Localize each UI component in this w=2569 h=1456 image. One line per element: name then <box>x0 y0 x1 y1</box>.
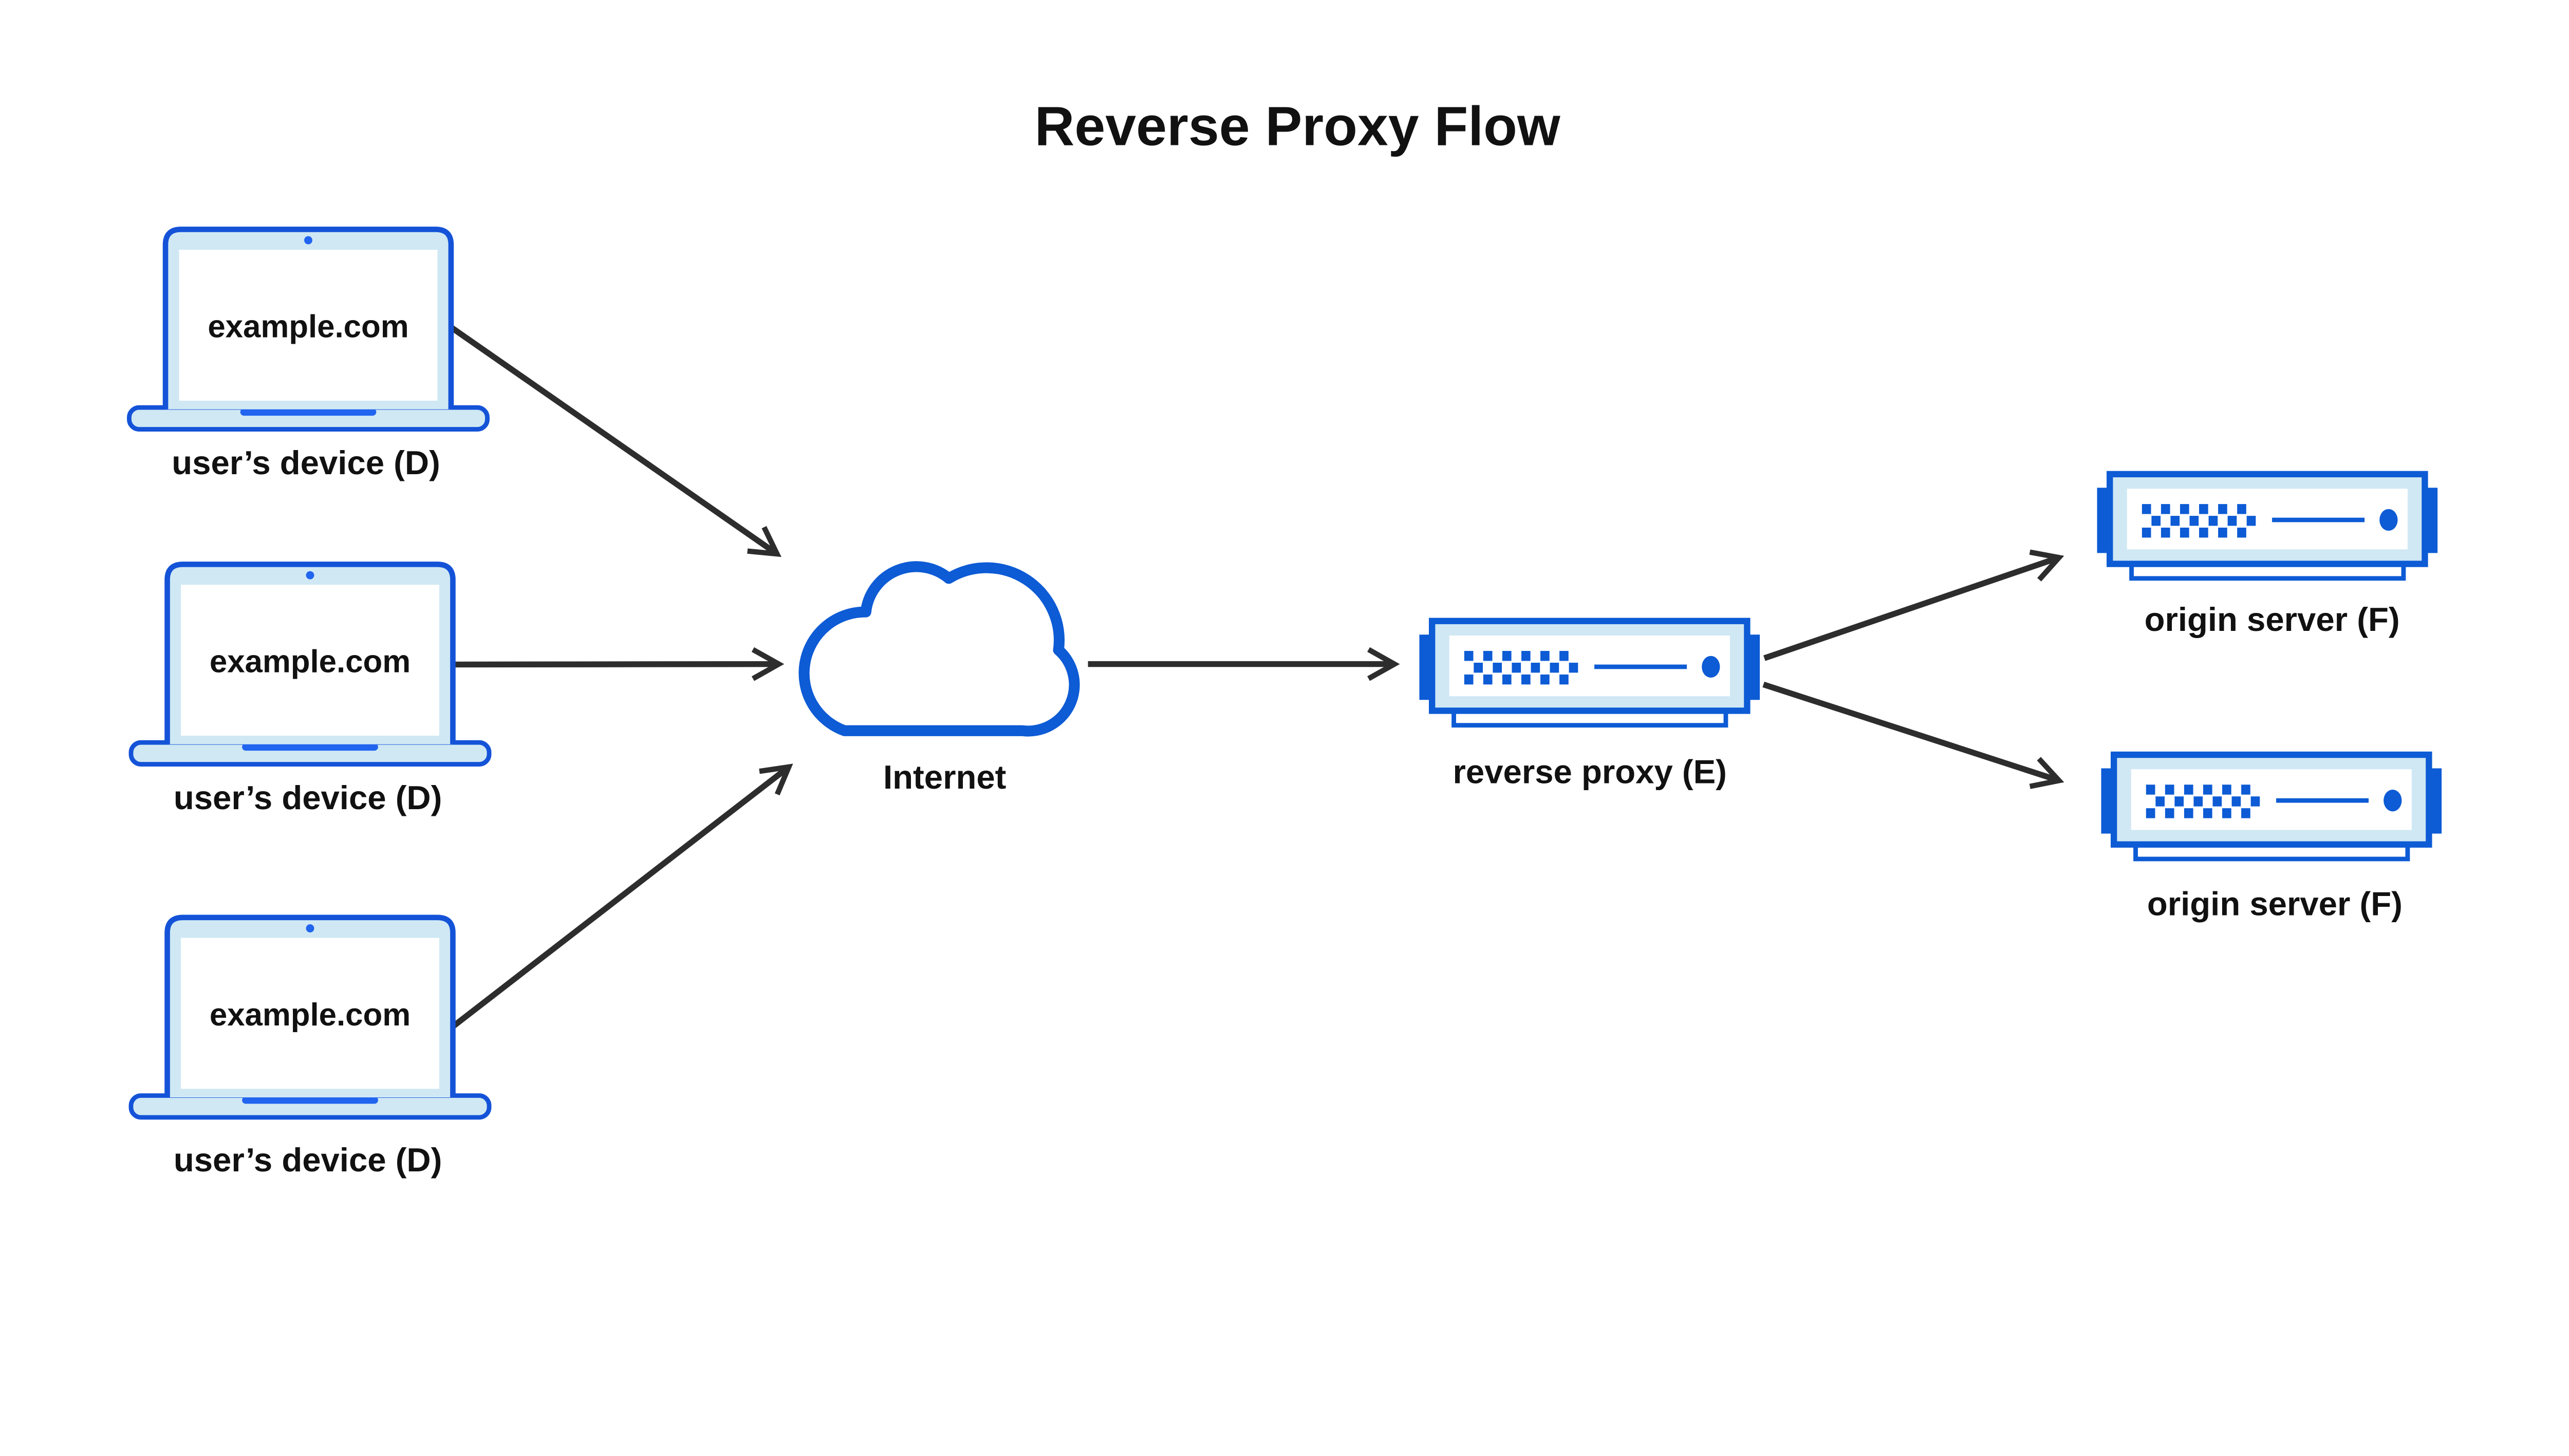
device3-screen-url: example.com <box>210 997 411 1033</box>
arrow-proxy-to-origin2 <box>1762 681 2064 789</box>
node-origin-server-1: origin server (F) <box>2097 474 2438 638</box>
reverse-proxy-flow-diagram: Reverse Proxy Flow example.com user’s de… <box>126 95 2445 1179</box>
node-origin-server-2: origin server (F) <box>2101 755 2442 922</box>
device1-screen-url: example.com <box>208 309 408 344</box>
origin-server1-label: origin server (F) <box>2145 601 2400 638</box>
node-user-device-2: example.com user’s device (D) <box>131 564 489 816</box>
node-internet: Internet <box>798 561 1080 796</box>
node-user-device-1: example.com user’s device (D) <box>129 229 487 481</box>
server-icon <box>2101 755 2442 859</box>
device2-label: user’s device (D) <box>174 779 442 816</box>
origin-server2-label: origin server (F) <box>2147 885 2403 922</box>
arrow-device1-to-internet <box>444 322 781 557</box>
node-user-device-3: example.com user’s device (D) <box>131 918 489 1179</box>
diagram-title: Reverse Proxy Flow <box>1035 95 1560 157</box>
arrow-device3-to-internet <box>448 763 793 1032</box>
device3-label: user’s device (D) <box>174 1141 442 1179</box>
arrow-device2-to-internet <box>451 647 785 681</box>
arrow-proxy-to-origin1 <box>1763 549 2064 661</box>
connectors <box>444 322 2064 1032</box>
device2-screen-url: example.com <box>210 644 411 679</box>
server-icon <box>1419 621 1760 725</box>
internet-label: Internet <box>883 758 1006 796</box>
reverse-proxy-label: reverse proxy (E) <box>1453 753 1727 791</box>
cloud-icon <box>798 561 1080 737</box>
node-reverse-proxy: reverse proxy (E) <box>1419 621 1760 791</box>
server-icon <box>2097 474 2438 578</box>
diagram-canvas: Reverse Proxy Flow example.com user’s de… <box>126 95 2445 1179</box>
device1-label: user’s device (D) <box>172 444 440 481</box>
